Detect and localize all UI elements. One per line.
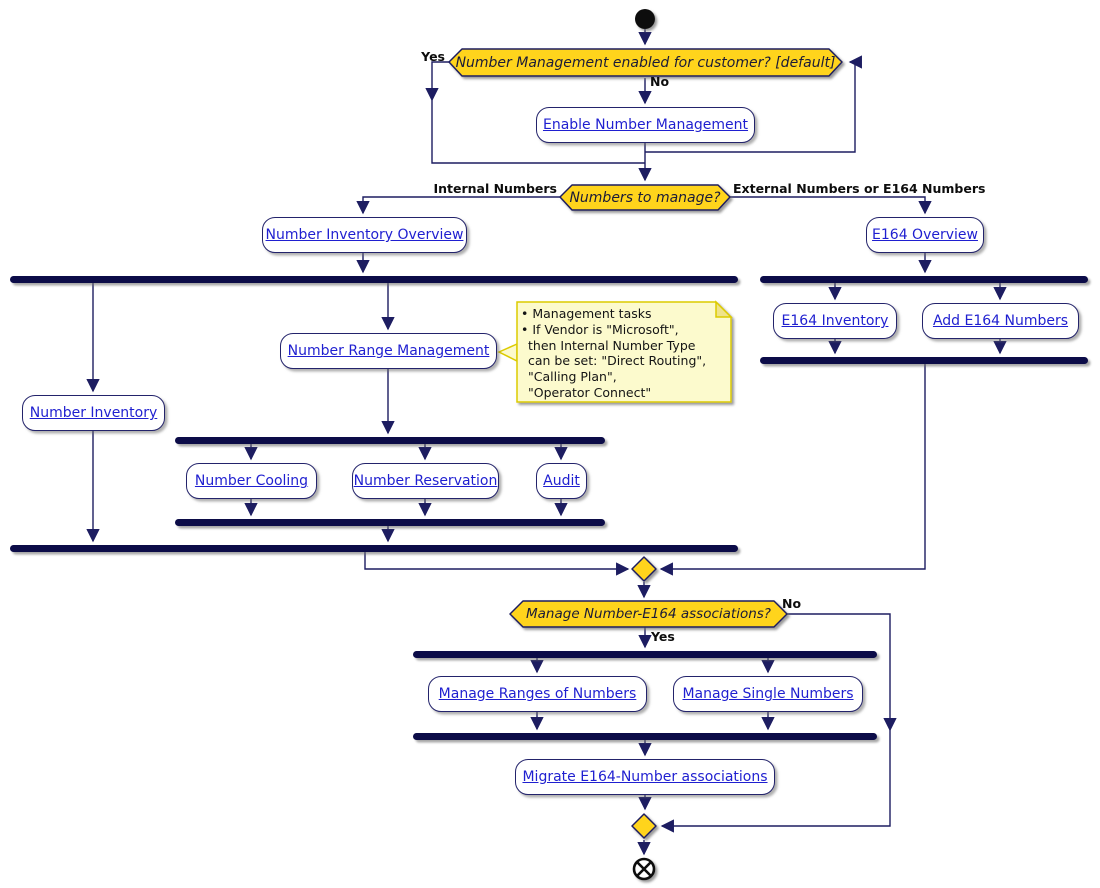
manage-single-numbers-link[interactable]: Manage Single Numbers	[682, 686, 854, 702]
migrate-e164-number-associations-link[interactable]: Migrate E164-Number associations	[522, 769, 768, 785]
activity-e164-overview[interactable]: E164 Overview	[866, 217, 984, 253]
activity-number-reservation[interactable]: Number Reservation	[352, 463, 499, 499]
activity-e164-inventory[interactable]: E164 Inventory	[773, 303, 897, 339]
decision-nm-enabled	[448, 48, 843, 77]
join-bar-internal	[10, 545, 738, 552]
decision-numbers-to-manage	[559, 184, 731, 211]
join-bar-range-tasks	[175, 519, 605, 526]
label-yes-manage-associations: Yes	[651, 629, 675, 644]
activity-manage-ranges-of-numbers[interactable]: Manage Ranges of Numbers	[428, 676, 647, 712]
edges	[86, 29, 1007, 856]
number-reservation-link[interactable]: Number Reservation	[353, 473, 498, 489]
merge-diamond-bottom	[631, 813, 657, 839]
e164-inventory-link[interactable]: E164 Inventory	[781, 313, 889, 329]
label-yes-nm-enabled: Yes	[421, 49, 445, 64]
label-external-numbers: External Numbers or E164 Numbers	[733, 181, 986, 196]
number-inventory-overview-link[interactable]: Number Inventory Overview	[265, 227, 464, 243]
note-line: • If Vendor is "Microsoft",	[521, 321, 679, 337]
note-line: • Management tasks	[521, 306, 652, 321]
activity-number-cooling[interactable]: Number Cooling	[186, 463, 317, 499]
note-line: "Operator Connect"	[528, 384, 652, 400]
decision-manage-associations	[509, 600, 788, 628]
label-internal-numbers: Internal Numbers	[433, 181, 557, 196]
join-bar-e164	[760, 357, 1088, 364]
decision-manage-associations-label: Manage Number-E164 associations?	[526, 606, 771, 622]
activity-add-e164-numbers[interactable]: Add E164 Numbers	[922, 303, 1079, 339]
fork-bar-e164	[760, 276, 1088, 283]
end-node	[632, 857, 656, 881]
activity-audit[interactable]: Audit	[536, 463, 587, 499]
note-line: can be set: "Direct Routing",	[528, 353, 707, 369]
note-management-tasks: • Management tasks • If Vendor is "Micro…	[521, 306, 727, 401]
label-no-nm-enabled: No	[650, 74, 670, 89]
audit-link[interactable]: Audit	[543, 473, 580, 489]
decision-nm-enabled-label: Number Management enabled for customer? …	[455, 54, 836, 71]
activity-number-inventory[interactable]: Number Inventory	[22, 395, 165, 431]
activity-number-inventory-overview[interactable]: Number Inventory Overview	[262, 217, 467, 253]
fork-bar-range-tasks	[175, 437, 605, 444]
join-bar-associations	[413, 733, 877, 740]
note-line: then Internal Number Type	[528, 337, 696, 353]
activity-manage-single-numbers[interactable]: Manage Single Numbers	[673, 676, 863, 712]
note-shape	[497, 300, 733, 403]
number-cooling-link[interactable]: Number Cooling	[194, 473, 309, 489]
fork-bar-internal	[10, 276, 738, 283]
note-line: "Calling Plan",	[528, 369, 617, 385]
activity-enable-number-management[interactable]: Enable Number Management	[536, 107, 755, 143]
start-node	[635, 9, 655, 29]
manage-ranges-of-numbers-link[interactable]: Manage Ranges of Numbers	[438, 686, 637, 702]
activity-number-range-management[interactable]: Number Range Management	[280, 333, 497, 369]
number-range-management-link[interactable]: Number Range Management	[287, 343, 490, 359]
e164-overview-link[interactable]: E164 Overview	[872, 227, 978, 243]
number-inventory-link[interactable]: Number Inventory	[29, 405, 158, 421]
activity-migrate-e164-number-associations[interactable]: Migrate E164-Number associations	[515, 759, 775, 795]
decision-numbers-to-manage-label: Numbers to manage?	[569, 189, 721, 206]
enable-number-management-link[interactable]: Enable Number Management	[542, 117, 749, 133]
fork-bar-associations	[413, 651, 877, 658]
add-e164-numbers-link[interactable]: Add E164 Numbers	[932, 313, 1069, 329]
merge-diamond-top	[631, 556, 657, 582]
label-no-manage-associations: No	[782, 596, 802, 611]
